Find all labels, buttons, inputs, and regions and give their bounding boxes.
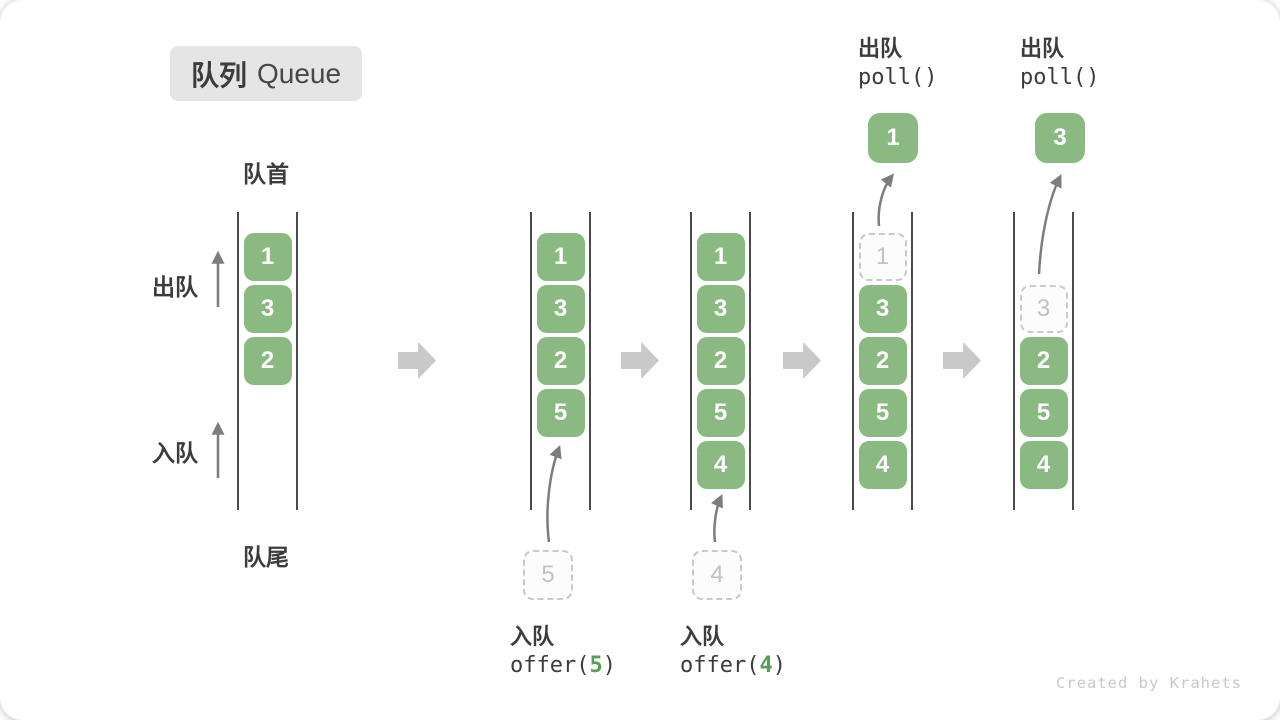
polled-item: 3 bbox=[1035, 113, 1085, 163]
queue-item: 2 bbox=[1019, 337, 1068, 385]
queue-item: 3 bbox=[243, 285, 292, 333]
queue-item: 2 bbox=[243, 337, 292, 385]
state-transition-arrow bbox=[783, 342, 821, 379]
queue-item-dashed: 3 bbox=[1019, 285, 1068, 333]
queue-item: 4 bbox=[858, 441, 907, 489]
title-chinese: 队列 bbox=[190, 59, 247, 91]
queue-item: 3 bbox=[696, 285, 745, 333]
enqueue-code: offer(4) bbox=[680, 653, 786, 678]
queue-item: 5 bbox=[858, 389, 907, 437]
watermark: Created by Krahets bbox=[1056, 674, 1242, 692]
queue-front-label: 队首 bbox=[243, 161, 289, 187]
queue-item: 4 bbox=[696, 441, 745, 489]
enqueue-code-arg: 4 bbox=[759, 653, 773, 678]
enqueue-code-arg: 5 bbox=[589, 653, 603, 678]
state-transition-arrow bbox=[621, 342, 659, 379]
title-english: Queue bbox=[256, 57, 342, 89]
queue-item: 5 bbox=[696, 389, 745, 437]
queue-rear-label: 队尾 bbox=[243, 544, 289, 570]
dequeue-action-label: 出队 bbox=[858, 36, 903, 61]
enqueue-direction-label: 入队 bbox=[152, 440, 198, 466]
polled-item: 1 bbox=[868, 113, 918, 163]
queue-column-state-initial bbox=[237, 212, 298, 510]
queue-column-state-poll-3 bbox=[1013, 212, 1074, 510]
title-badge: 队列 Queue bbox=[170, 46, 362, 101]
queue-item: 5 bbox=[1019, 389, 1068, 437]
queue-item: 1 bbox=[536, 233, 585, 281]
enqueue-action-label: 入队 bbox=[680, 624, 725, 649]
dequeue-direction-label: 出队 bbox=[152, 274, 198, 300]
state-transition-arrow bbox=[398, 342, 436, 379]
queue-column-state-offer-5 bbox=[530, 212, 591, 510]
queue-item: 3 bbox=[858, 285, 907, 333]
dequeue-action-label: 出队 bbox=[1020, 36, 1065, 61]
queue-item: 5 bbox=[536, 389, 585, 437]
state-transition-arrow bbox=[943, 342, 981, 379]
queue-item: 3 bbox=[536, 285, 585, 333]
queue-item: 2 bbox=[536, 337, 585, 385]
dequeue-code: poll() bbox=[1020, 65, 1100, 90]
queue-item: 1 bbox=[243, 233, 292, 281]
queue-item: 2 bbox=[696, 337, 745, 385]
pending-item: 4 bbox=[692, 550, 742, 600]
enqueue-action-label: 入队 bbox=[510, 624, 555, 649]
pending-item: 5 bbox=[523, 550, 573, 600]
queue-item: 1 bbox=[696, 233, 745, 281]
queue-column-state-poll-1 bbox=[852, 212, 913, 510]
queue-item: 2 bbox=[858, 337, 907, 385]
dequeue-code: poll() bbox=[858, 65, 938, 90]
queue-item-dashed: 1 bbox=[858, 233, 907, 281]
queue-column-state-offer-4 bbox=[690, 212, 751, 510]
enqueue-code: offer(5) bbox=[510, 653, 616, 678]
queue-item: 4 bbox=[1019, 441, 1068, 489]
